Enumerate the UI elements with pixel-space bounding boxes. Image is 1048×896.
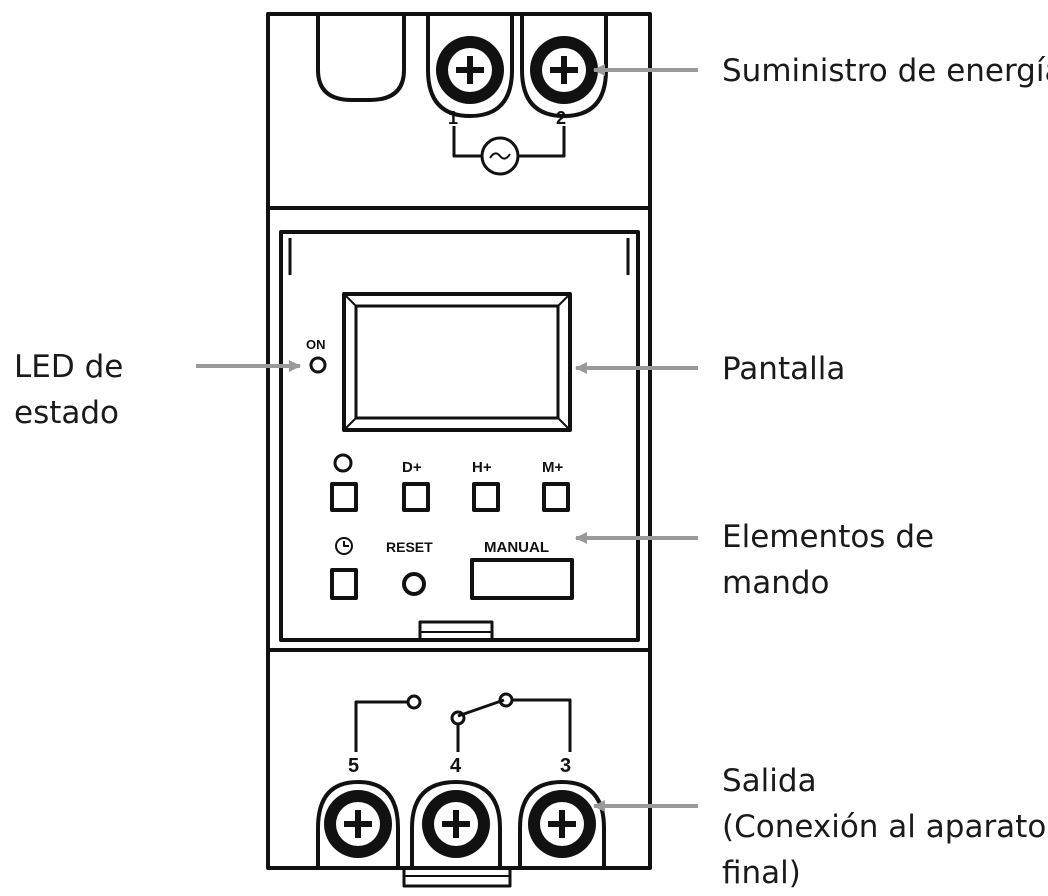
manual-label: MANUAL (484, 539, 549, 556)
day-plus-button (402, 482, 430, 512)
screw-plus-icon (530, 36, 598, 104)
led-label: ON (306, 337, 326, 352)
top-slot (316, 14, 406, 102)
hour-plus-label: H+ (472, 459, 492, 476)
reset-button (402, 572, 426, 596)
output-callout-line-1: Salida (722, 763, 817, 799)
terminal-label-1: 1 (448, 108, 458, 128)
display-callout-text: Pantalla (722, 351, 846, 387)
screw-plus-icon (324, 790, 392, 858)
controls-callout: Elementos de mando (722, 514, 934, 606)
led-callout: LED de estado (14, 344, 123, 436)
output-callout-line-2: (Conexión al aparato (722, 809, 1047, 845)
program-icon (333, 453, 353, 473)
hour-plus-button (472, 482, 500, 512)
controls-callout-line-2: mando (722, 565, 830, 601)
ac-supply-wiring (452, 126, 566, 158)
status-led (309, 356, 327, 374)
screw-plus-icon-group (324, 36, 598, 858)
display-callout: Pantalla (722, 346, 845, 392)
output-terminal-housing-5 (316, 780, 400, 868)
controls-callout-line-1: Elementos de (722, 519, 935, 555)
minute-plus-label: M+ (542, 459, 563, 476)
screw-plus-icon (528, 790, 596, 858)
led-callout-line-1: LED de (14, 349, 124, 385)
ac-wave-icon (480, 136, 520, 176)
program-button (330, 482, 358, 512)
terminal-label-3: 3 (560, 755, 571, 777)
terminal-label-5: 5 (348, 755, 359, 777)
day-plus-label: D+ (402, 459, 422, 476)
clock-icon (335, 537, 353, 555)
output-wiring-5 (354, 700, 408, 752)
manual-button (470, 558, 574, 600)
screw-plus-icon (422, 790, 490, 858)
clock-button (330, 568, 358, 600)
lcd-display-inner (354, 304, 560, 420)
output-callout: Salida (Conexión al aparato final) (722, 758, 1046, 896)
led-callout-line-2: estado (14, 395, 120, 431)
terminal-label-4: 4 (450, 755, 462, 777)
input-terminal-housing-1 (426, 14, 514, 118)
front-panel (279, 230, 640, 642)
output-terminal-housing-4 (410, 780, 502, 868)
minute-plus-button (542, 482, 570, 512)
power-callout-text: Suministro de energía (722, 53, 1048, 89)
lcd-display-outer (342, 292, 572, 432)
output-wiring-3 (512, 698, 572, 752)
terminal-label-2: 2 (556, 108, 566, 128)
output-callout-line-3: final) (722, 855, 801, 891)
input-terminal-housing-2 (520, 14, 608, 118)
reset-label: RESET (386, 539, 433, 555)
screw-plus-icon (436, 36, 504, 104)
power-callout: Suministro de energía (722, 48, 1048, 94)
relay-switch-icon (457, 698, 505, 718)
